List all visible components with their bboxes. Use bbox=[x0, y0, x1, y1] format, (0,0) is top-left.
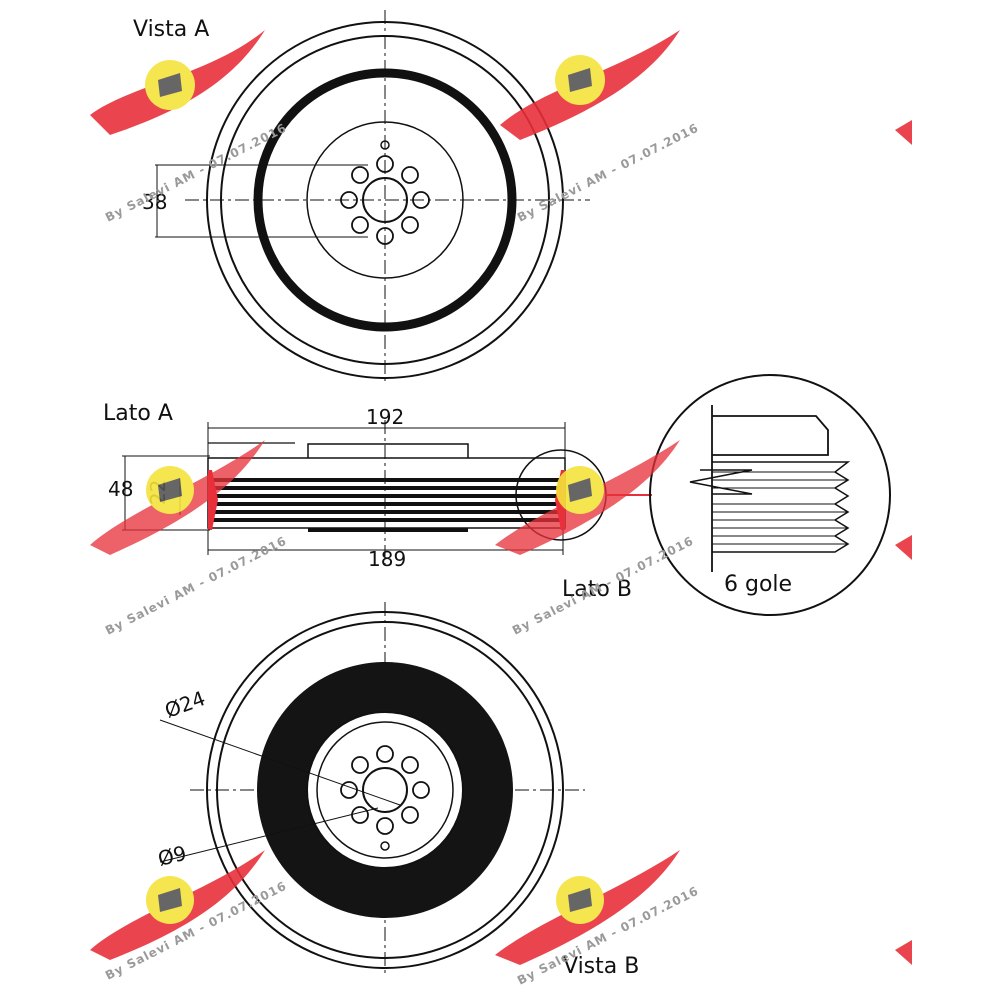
grooves-label: 6 gole bbox=[724, 572, 792, 597]
watermark-text: By Salevi AM - 07.07.2016 bbox=[103, 534, 289, 638]
vista-a-view: 38 Vista A bbox=[133, 10, 590, 385]
lato-b-label: Lato B bbox=[562, 577, 632, 602]
large-hole-diameter: Ø24 bbox=[162, 686, 209, 723]
hub-bore-dimension: 38 bbox=[142, 190, 167, 214]
small-hole-diameter: Ø9 bbox=[155, 841, 188, 871]
groove-detail: 6 gole bbox=[649, 374, 891, 616]
watermark-logos bbox=[90, 30, 912, 965]
watermark-logo bbox=[90, 850, 265, 960]
watermark-logo bbox=[500, 30, 680, 140]
belt-grooves-side bbox=[208, 470, 565, 530]
width-dimension: 48 bbox=[108, 477, 133, 501]
groove-lines bbox=[712, 471, 848, 545]
lato-a-side-view: 192 48 22 189 Lato A Lat bbox=[103, 401, 652, 602]
bolt-holes-vista-a bbox=[340, 140, 430, 245]
watermark-text: By Salevi AM - 07.07.2016 bbox=[510, 534, 696, 638]
watermark-logo bbox=[495, 440, 680, 555]
vista-b-label: Vista B bbox=[563, 954, 639, 979]
watermark-text: By Salevi AM - 07.07.2016 bbox=[515, 121, 701, 225]
overall-diameter-dimension: 192 bbox=[366, 405, 404, 429]
vista-a-label: Vista A bbox=[133, 17, 209, 42]
lato-a-label: Lato A bbox=[103, 401, 173, 426]
belt-diameter-dimension: 189 bbox=[368, 547, 406, 571]
watermark-logo bbox=[90, 440, 265, 555]
vista-b-view: Ø24 Ø9 Vista B bbox=[155, 602, 639, 979]
watermark-logo bbox=[90, 30, 265, 135]
watermark-logo bbox=[495, 850, 680, 965]
